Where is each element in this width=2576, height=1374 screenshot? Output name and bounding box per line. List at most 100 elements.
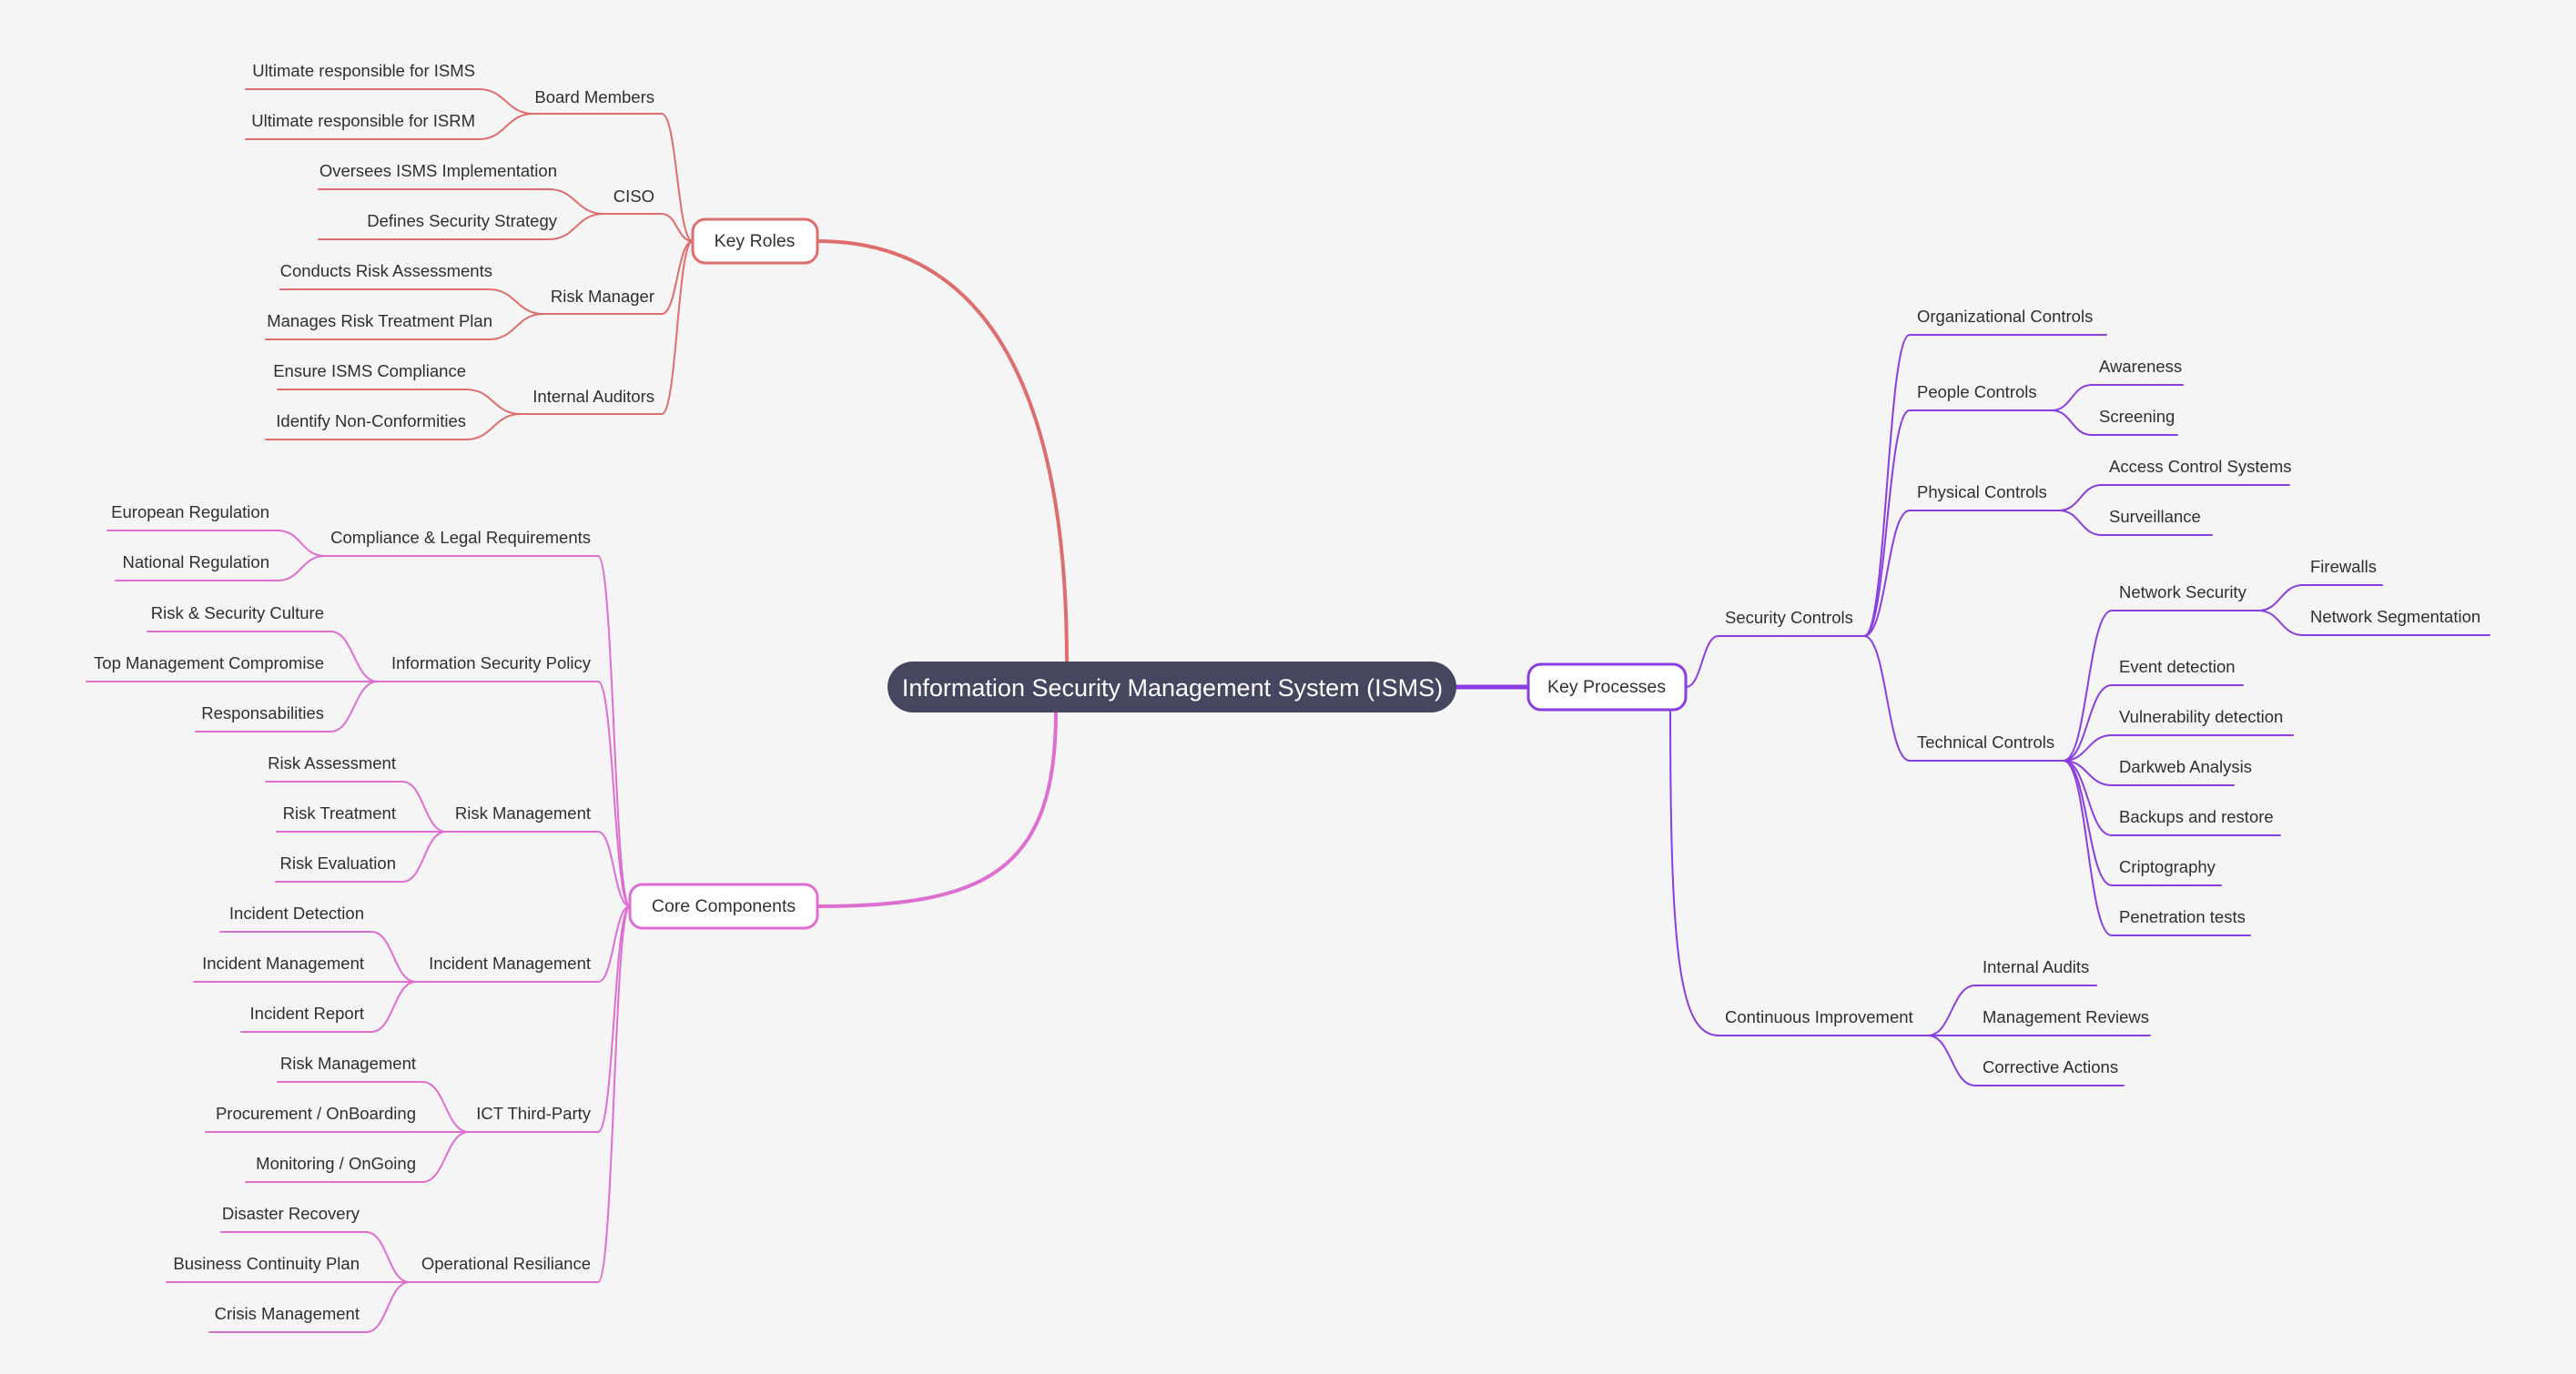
role-ciso-leaf-strategy[interactable]: Defines Security Strategy	[367, 211, 557, 230]
connector-core-leaf-0-1	[277, 555, 326, 581]
role-ciso[interactable]: CISO	[614, 187, 654, 206]
process-improvement-leaf-audits[interactable]: Internal Audits	[1983, 957, 2089, 976]
connector-sc-3	[1863, 635, 1911, 762]
core-policy-leaf-responsabilities[interactable]: Responsabilities	[201, 703, 324, 722]
core-compliance-leaf-national[interactable]: National Regulation	[123, 552, 269, 571]
connector-role-2	[661, 240, 694, 315]
connector-people-leaf-0	[2051, 384, 2093, 411]
core-ict-leaf-risk[interactable]: Risk Management	[280, 1054, 416, 1073]
core-components-node-box[interactable]	[628, 883, 819, 930]
connector-network-leaf-1	[2257, 610, 2304, 636]
diagram-nodes: Information Security Management System (…	[94, 61, 2480, 1323]
connector-core-leaf-5-2	[365, 1281, 411, 1333]
connector-core-leaf-3-2	[370, 981, 417, 1033]
key-processes-node-box[interactable]	[1526, 662, 1688, 712]
process-technical-leaf-vulnerability[interactable]: Vulnerability detection	[2119, 707, 2283, 726]
connector-network-leaf-0	[2257, 584, 2304, 611]
core-risk-leaf-evaluation[interactable]: Risk Evaluation	[279, 854, 396, 873]
connector-improvement-leaf-2	[1927, 1035, 1976, 1086]
core-resiliance-leaf-disaster[interactable]: Disaster Recovery	[222, 1204, 360, 1223]
core-ict-leaf-monitoring[interactable]: Monitoring / OnGoing	[256, 1154, 416, 1173]
role-internal-auditors[interactable]: Internal Auditors	[532, 387, 654, 406]
role-risk-manager[interactable]: Risk Manager	[551, 287, 654, 306]
connector-people-leaf-1	[2051, 409, 2093, 436]
connector-core-leaf-1-2	[330, 681, 379, 732]
core-risk-leaf-treatment[interactable]: Risk Treatment	[283, 803, 396, 823]
connector-core-leaf-4-0	[421, 1081, 470, 1133]
core-incident-leaf-management[interactable]: Incident Management	[202, 954, 364, 973]
role-ciso-leaf-oversees[interactable]: Oversees ISMS Implementation	[319, 161, 557, 180]
connector-core-4	[597, 905, 631, 1133]
process-technical-leaf-pentest[interactable]: Penetration tests	[2119, 907, 2246, 926]
core-compliance[interactable]: Compliance & Legal Requirements	[330, 528, 591, 547]
connector-core-leaf-0-0	[277, 530, 326, 557]
core-compliance-leaf-european[interactable]: European Regulation	[111, 502, 269, 521]
core-policy-leaf-culture[interactable]: Risk & Security Culture	[151, 603, 324, 622]
connector-network-security	[2063, 610, 2113, 762]
root-node-label: Information Security Management System (…	[902, 674, 1443, 702]
core-operational-resiliance[interactable]: Operational Resiliance	[421, 1254, 591, 1273]
process-technical-leaf-darkweb[interactable]: Darkweb Analysis	[2119, 757, 2252, 776]
process-technical-leaf-criptography[interactable]: Criptography	[2119, 857, 2216, 876]
role-auditors-leaf-compliance[interactable]: Ensure ISMS Compliance	[273, 361, 466, 380]
core-ict-leaf-procurement[interactable]: Procurement / OnBoarding	[216, 1104, 416, 1123]
connector-core-leaf-4-2	[421, 1131, 470, 1183]
process-continuous-improvement[interactable]: Continuous Improvement	[1725, 1007, 1913, 1026]
core-policy-leaf-management[interactable]: Top Management Compromise	[94, 653, 324, 672]
core-incident-leaf-detection[interactable]: Incident Detection	[229, 904, 364, 923]
core-resiliance-leaf-continuity[interactable]: Business Continuity Plan	[173, 1254, 360, 1273]
role-risk-leaf-treatment[interactable]: Manages Risk Treatment Plan	[267, 311, 492, 330]
core-policy[interactable]: Information Security Policy	[391, 653, 592, 672]
connector-core-5	[597, 905, 631, 1283]
process-technical-leaf-event[interactable]: Event detection	[2119, 657, 2236, 676]
connector-core-components	[816, 711, 1058, 908]
process-improvement-leaf-corrective[interactable]: Corrective Actions	[1983, 1057, 2118, 1076]
connector-role-leaf-1-1	[548, 213, 604, 240]
connector-role-leaf-2-1	[488, 313, 544, 340]
root-node-box[interactable]	[887, 662, 1456, 712]
core-incident-management[interactable]: Incident Management	[429, 954, 591, 973]
process-people-leaf-awareness[interactable]: Awareness	[2099, 357, 2182, 376]
connector-role-0	[661, 113, 694, 242]
process-network-leaf-firewalls[interactable]: Firewalls	[2310, 557, 2377, 576]
core-risk-leaf-assessment[interactable]: Risk Assessment	[268, 753, 396, 773]
process-people-leaf-screening[interactable]: Screening	[2099, 407, 2175, 426]
process-organizational-controls[interactable]: Organizational Controls	[1917, 307, 2093, 326]
process-physical-leaf-access[interactable]: Access Control Systems	[2109, 457, 2291, 476]
process-people-controls[interactable]: People Controls	[1917, 382, 2037, 401]
process-physical-controls[interactable]: Physical Controls	[1917, 482, 2047, 501]
core-risk-management[interactable]: Risk Management	[455, 803, 591, 823]
connector-core-3	[597, 905, 631, 983]
connector-core-leaf-2-0	[401, 781, 447, 833]
process-improvement-leaf-reviews[interactable]: Management Reviews	[1983, 1007, 2149, 1026]
connector-technical-leaf-5	[2063, 760, 2113, 936]
role-board-leaf-isms[interactable]: Ultimate responsible for ISMS	[252, 61, 475, 80]
key-roles-node-box[interactable]	[691, 217, 819, 265]
key-roles-node-label: Key Roles	[715, 231, 796, 251]
process-security-controls[interactable]: Security Controls	[1725, 608, 1853, 627]
core-incident-leaf-report[interactable]: Incident Report	[250, 1004, 364, 1023]
process-physical-leaf-surveillance[interactable]: Surveillance	[2109, 507, 2201, 526]
connector-technical-leaf-1	[2063, 734, 2113, 762]
connector-role-leaf-0-1	[478, 113, 534, 140]
key-processes-node-label: Key Processes	[1547, 677, 1666, 697]
role-auditors-leaf-nonconformities[interactable]: Identify Non-Conformities	[276, 411, 466, 430]
connector-physical-leaf-0	[2058, 484, 2103, 511]
role-board-members[interactable]: Board Members	[534, 87, 654, 106]
process-network-leaf-segmentation[interactable]: Network Segmentation	[2310, 607, 2480, 626]
process-technical-controls[interactable]: Technical Controls	[1917, 732, 2054, 752]
core-ict-third-party[interactable]: ICT Third-Party	[476, 1104, 592, 1123]
core-resiliance-leaf-crisis[interactable]: Crisis Management	[215, 1304, 360, 1323]
connector-role-3	[661, 240, 694, 415]
process-network-security[interactable]: Network Security	[2119, 582, 2247, 601]
connector-core-leaf-1-0	[330, 631, 379, 682]
process-technical-leaf-backups[interactable]: Backups and restore	[2119, 807, 2274, 826]
connector-core-leaf-2-2	[401, 831, 447, 883]
connector-sc-2	[1863, 510, 1911, 637]
role-risk-leaf-assessments[interactable]: Conducts Risk Assessments	[280, 261, 492, 280]
connector-security-controls	[1685, 635, 1719, 688]
role-board-leaf-isrm[interactable]: Ultimate responsible for ISRM	[251, 111, 475, 130]
connector-sc-0	[1863, 334, 1911, 637]
connector-technical-leaf-0	[2063, 684, 2113, 762]
